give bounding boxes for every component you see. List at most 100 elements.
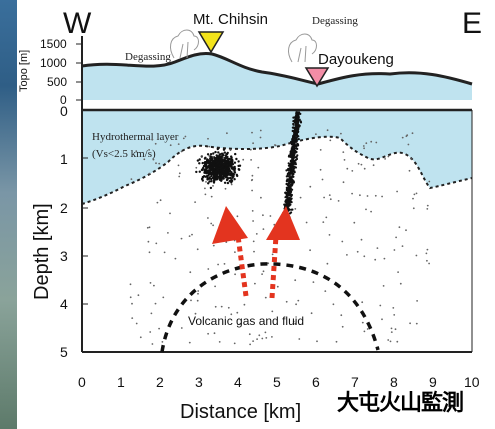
earthquake-point [346,254,348,256]
earthquake-point [361,321,364,324]
earthquake-point [425,252,428,255]
earthquake-point [201,168,204,171]
earthquake-point [227,171,230,174]
earthquake-point [290,154,293,157]
earthquake-point [256,338,258,340]
earthquake-point [363,330,366,333]
earthquake-point [215,170,218,173]
earthquake-point [234,273,237,276]
distance-tick-7: 7 [351,374,359,390]
earthquake-point [221,162,224,165]
earthquake-point [210,222,213,225]
earthquake-point [299,196,302,199]
distance-tick-8: 8 [390,374,398,390]
earthquake-point [271,336,273,338]
earthquake-point [289,150,292,153]
earthquake-point [211,176,215,180]
topo-tick-0: 0 [60,93,67,107]
earthquake-point [197,290,200,292]
earthquake-point [137,294,140,297]
earthquake-point [213,332,216,335]
earthquake-point [384,158,386,160]
earthquake-point [397,271,399,273]
earthquake-point [250,159,253,161]
earthquake-point [288,212,292,215]
earthquake-point [401,245,404,248]
earthquake-point [296,154,299,157]
earthquake-point [360,163,363,166]
earthquake-point [292,120,295,123]
earthquake-point [229,149,232,152]
earthquake-point [292,126,295,129]
earthquake-point [283,203,286,206]
earthquake-point [289,186,292,189]
earthquake-point [210,177,213,181]
earthquake-point [237,164,240,168]
earthquake-point [290,165,293,168]
earthquake-point [319,168,322,171]
earthquake-point [223,263,226,265]
earthquake-point [264,331,267,334]
earthquake-point [343,159,346,161]
earthquake-point [296,115,299,118]
mt-chihsin-label: Mt. Chihsin [193,11,268,28]
earthquake-point [381,318,383,321]
earthquake-point [394,328,397,331]
earthquake-point [208,166,212,170]
earthquake-point [372,164,375,167]
earthquake-point [362,145,365,147]
earthquake-point [426,204,429,207]
distance-ticks: 0 1 2 3 4 5 6 7 8 9 10 [78,374,480,390]
earthquake-point [188,235,191,238]
earthquake-point [208,155,211,157]
earthquake-point [289,197,293,200]
earthquake-point [407,143,410,146]
earthquake-point [223,151,226,154]
caption-text: 大屯火山監測 [337,391,464,416]
earthquake-point [292,144,295,147]
earthquake-point [225,153,228,156]
depth-tick-5: 5 [60,344,68,360]
earthquake-point [139,336,142,339]
earthquake-point [143,158,146,161]
earthquake-point [288,199,292,202]
earthquake-point [222,163,226,166]
earthquake-point [267,262,270,265]
earthquake-point [227,167,230,170]
earthquake-point [374,258,377,261]
earthquake-point [337,200,340,202]
earthquake-point [154,302,157,305]
earthquake-point [291,129,295,132]
earthquake-point [292,141,295,144]
earthquake-point [316,340,318,343]
earthquake-point [251,210,254,212]
earthquake-point [188,341,191,344]
earthquake-point [161,341,164,343]
earthquake-point [295,121,299,124]
earthquake-point [309,185,312,188]
degassing-plume-right [288,33,317,63]
earthquake-point [156,201,159,204]
earthquake-point [184,135,187,138]
earthquake-point [208,145,211,148]
earthquake-point [290,208,293,211]
earthquake-point [146,226,149,229]
earthquake-point [288,197,291,200]
earthquake-point [285,180,288,183]
earthquake-point [235,157,238,161]
earthquake-point [214,305,217,308]
depth-tick-0: 0 [60,103,68,119]
earthquake-point [206,165,210,169]
earthquake-point [204,187,206,190]
earthquake-point [415,192,418,195]
earthquake-point [251,178,254,181]
earthquake-point [208,176,211,179]
earthquake-point [295,129,298,132]
earthquake-point [223,181,227,184]
earthquake-point [299,120,302,123]
earthquake-point [285,202,288,205]
earthquake-point [396,340,399,343]
earthquake-point [395,236,397,239]
earthquake-point [292,147,295,150]
earthquake-point [257,166,260,169]
